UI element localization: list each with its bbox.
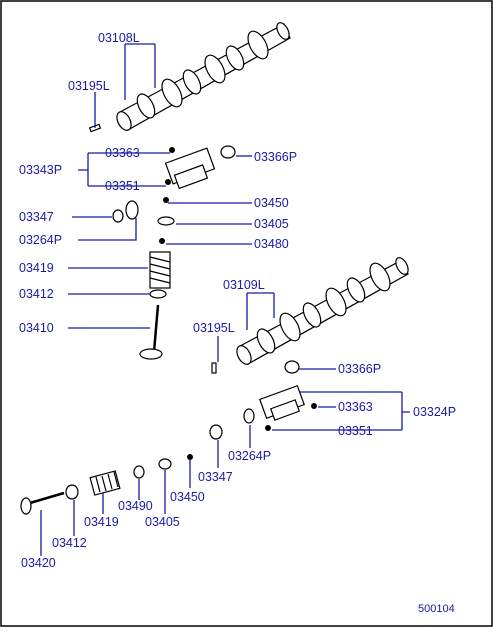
callout-03450-upper[interactable]: 03450 xyxy=(254,196,289,210)
callout-03363-upper[interactable]: 03363 xyxy=(105,146,140,160)
upper-camshaft-illustration xyxy=(88,22,291,133)
callout-labels: 03108L 03195L 03363 03366P 03343P 03351 … xyxy=(19,31,456,570)
callout-03363-lower[interactable]: 03363 xyxy=(338,400,373,414)
leader-lines xyxy=(40,43,410,556)
callout-03419-lower[interactable]: 03419 xyxy=(84,515,119,529)
callout-03351-lower[interactable]: 03351 xyxy=(338,424,373,438)
lower-camshaft-illustration xyxy=(211,257,409,374)
callout-03347-lower[interactable]: 03347 xyxy=(198,470,233,484)
callout-03412-lower[interactable]: 03412 xyxy=(52,536,87,550)
callout-03264P-lower[interactable]: 03264P xyxy=(228,449,271,463)
callout-03405-upper[interactable]: 03405 xyxy=(254,217,289,231)
callout-03195L-upper[interactable]: 03195L xyxy=(68,79,110,93)
callout-03366P-lower[interactable]: 03366P xyxy=(338,362,381,376)
lower-rocker-arm-illustration xyxy=(133,360,317,479)
callout-03419-upper[interactable]: 03419 xyxy=(19,261,54,275)
callout-03109L[interactable]: 03109L xyxy=(223,278,265,292)
callout-03343P[interactable]: 03343P xyxy=(19,163,62,177)
callout-03410[interactable]: 03410 xyxy=(19,321,54,335)
upper-rocker-arm-illustration xyxy=(112,145,236,244)
callout-03490[interactable]: 03490 xyxy=(118,499,153,513)
callout-03480[interactable]: 03480 xyxy=(254,237,289,251)
callout-03366P-upper[interactable]: 03366P xyxy=(254,150,297,164)
callout-03412-upper[interactable]: 03412 xyxy=(19,287,54,301)
callout-03264P-upper[interactable]: 03264P xyxy=(19,233,62,247)
callout-03351-upper[interactable]: 03351 xyxy=(105,179,140,193)
figure-code: 500104 xyxy=(418,603,455,615)
callout-03195L-lower[interactable]: 03195L xyxy=(193,321,235,335)
upper-valve-assembly-illustration xyxy=(139,251,171,360)
callout-03108L[interactable]: 03108L xyxy=(98,31,140,45)
callout-03450-lower[interactable]: 03450 xyxy=(170,490,205,504)
callout-03324P[interactable]: 03324P xyxy=(413,405,456,419)
callout-03347-upper[interactable]: 03347 xyxy=(19,210,54,224)
callout-03420[interactable]: 03420 xyxy=(21,556,56,570)
callout-03405-lower[interactable]: 03405 xyxy=(145,515,180,529)
lower-valve-assembly-illustration xyxy=(20,470,121,515)
